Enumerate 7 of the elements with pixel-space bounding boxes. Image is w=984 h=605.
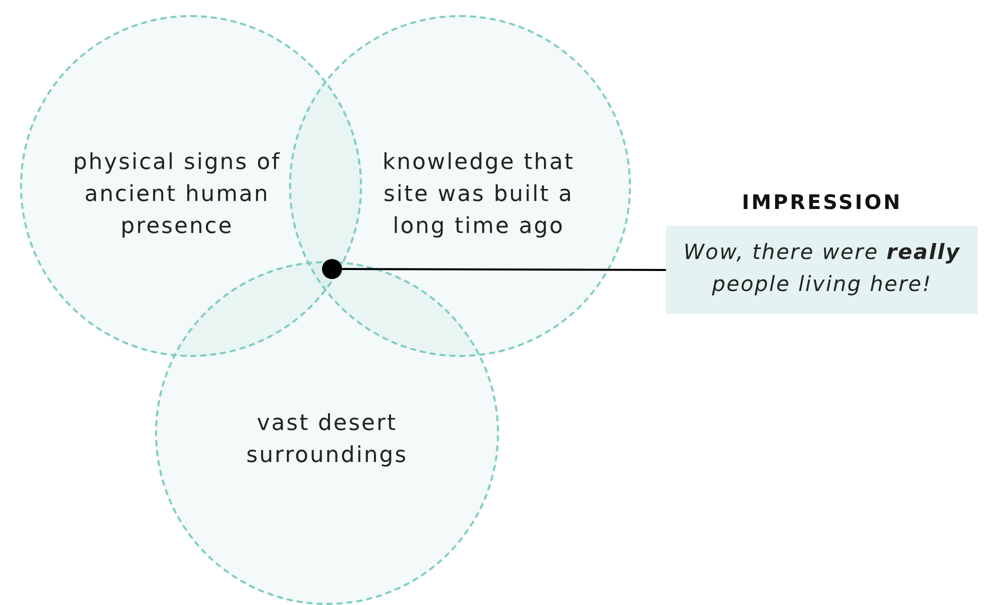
circle-label: vast desert surroundings xyxy=(245,410,409,470)
circle-label: physical signs of ancient human presence xyxy=(72,149,282,241)
circle-label: knowledge that site was built a long time ago xyxy=(382,149,576,241)
impression-quote: Wow, there were really people living here! xyxy=(666,226,978,314)
intersection-dot xyxy=(322,259,342,279)
leader-line xyxy=(342,268,666,271)
impression-heading: IMPRESSION xyxy=(740,190,904,214)
